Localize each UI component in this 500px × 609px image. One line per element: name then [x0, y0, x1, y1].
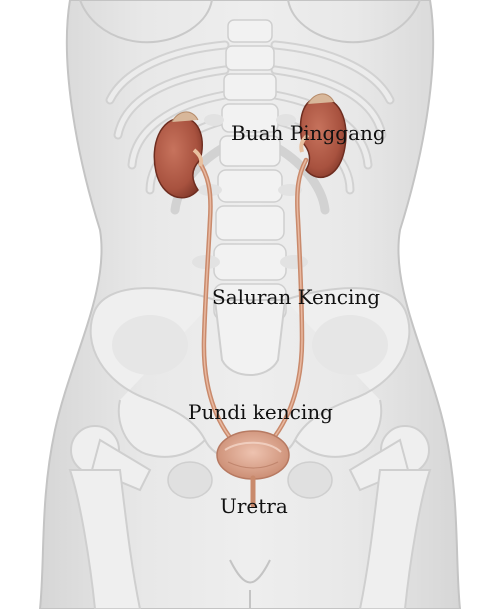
label-ureter: Saluran Kencing: [212, 287, 380, 307]
kidney-left: [154, 118, 202, 198]
label-bladder: Pundi kencing: [188, 402, 333, 422]
label-kidney: Buah Pinggang: [231, 123, 386, 143]
bladder: [217, 431, 289, 479]
label-urethra: Uretra: [220, 496, 288, 516]
